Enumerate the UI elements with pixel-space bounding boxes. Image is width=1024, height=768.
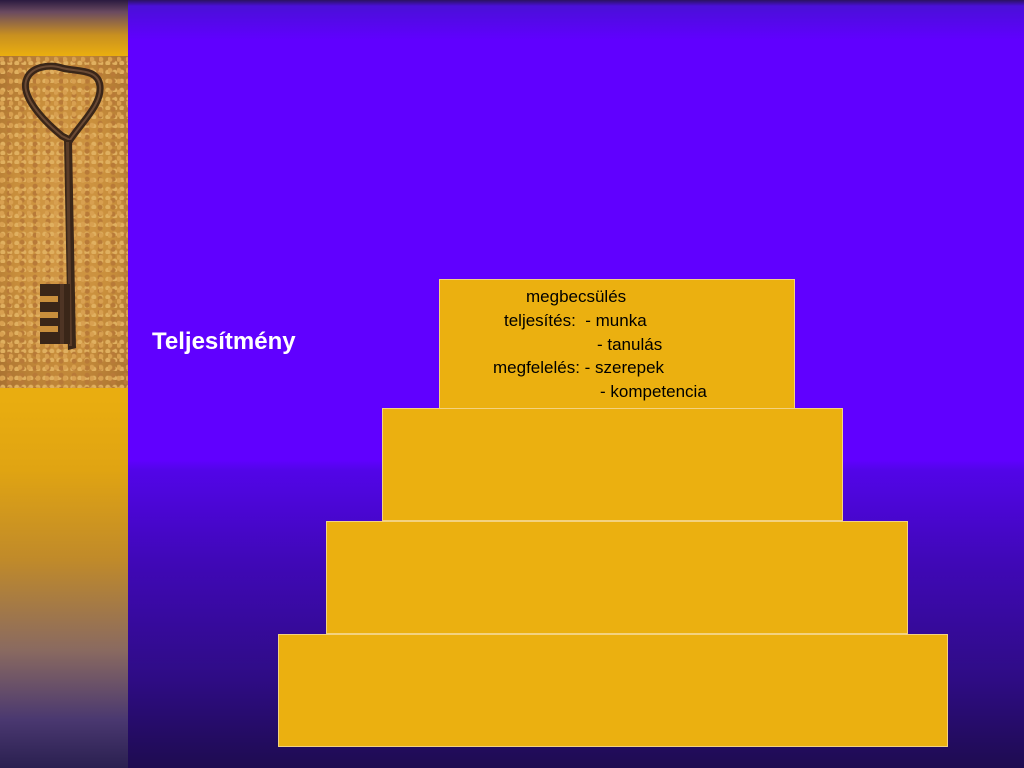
slide-title: Teljesítmény bbox=[152, 328, 296, 355]
tier-line-megbecsules: megbecsülés bbox=[526, 287, 627, 306]
tier-line-megfeleles: megfelelés: - szerepek bbox=[493, 358, 665, 377]
tier-line-teljesites: teljesítés: - munka bbox=[504, 311, 647, 330]
pyramid-tier-base bbox=[278, 634, 948, 747]
pyramid-tier-top: megbecsülés teljesítés: - munka - tanulá… bbox=[439, 279, 795, 409]
tier-line-kompetencia: - kompetencia bbox=[600, 382, 707, 401]
key-photo bbox=[0, 56, 128, 388]
pyramid-tier-3 bbox=[326, 521, 908, 634]
tier-line-tanulas: - tanulás bbox=[597, 335, 663, 354]
key-icon bbox=[21, 62, 104, 350]
pyramid-tier-2 bbox=[382, 408, 843, 521]
